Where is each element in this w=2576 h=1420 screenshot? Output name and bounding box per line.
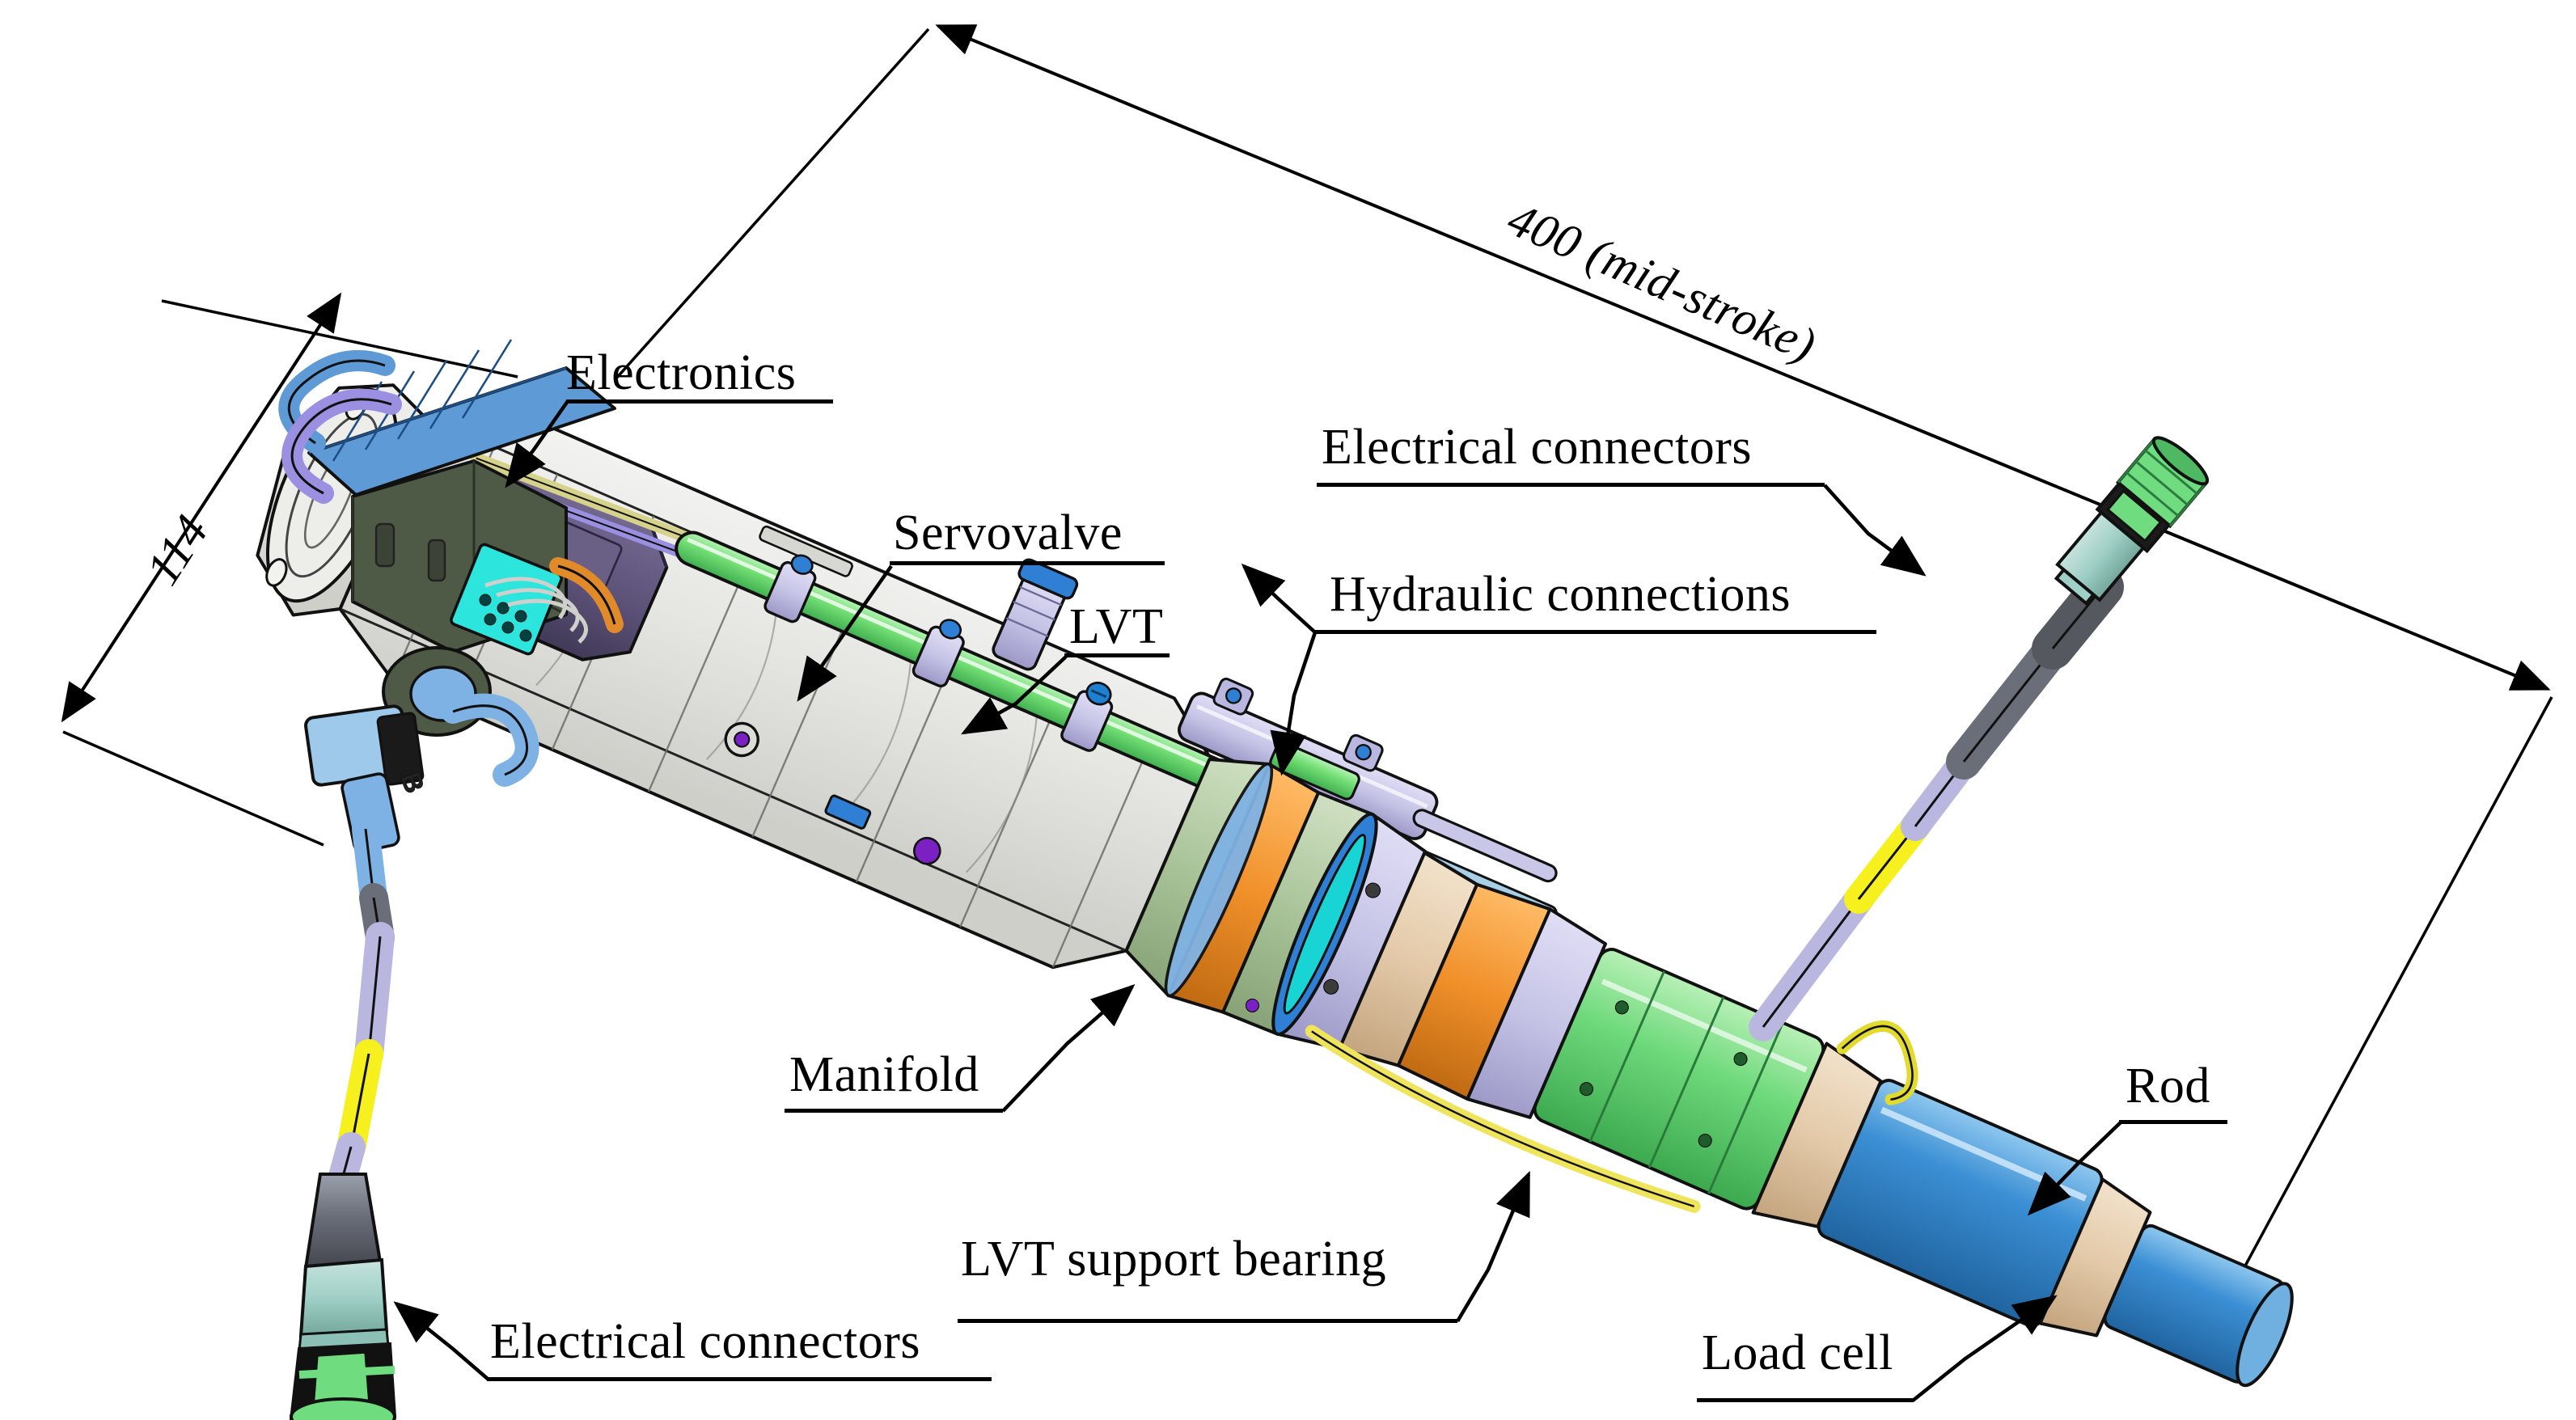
callout-leaders [393, 399, 2122, 1402]
callout-label-hydraulic-connections: Hydraulic connections [1330, 567, 1791, 622]
dim-height-extension-upper [161, 299, 518, 378]
callout-label-manifold: Manifold [789, 1047, 979, 1102]
callout-label-lvt: LVT [1069, 599, 1164, 654]
leader-electrical-top [1823, 484, 1927, 577]
callout-label-servovalve: Servovalve [893, 505, 1123, 560]
callout-underline-electronics [566, 399, 833, 404]
leader-electronics [505, 399, 569, 488]
dimension-frame [61, 24, 2553, 1291]
leader-hydraulic-b [1270, 632, 1318, 776]
lvt-clamp [912, 619, 965, 688]
dim-length-extension-left [613, 27, 930, 382]
leader-lvt-bearing [1456, 1170, 1531, 1323]
left-electrical-cable [328, 815, 395, 1191]
leader-hydraulic-a [1241, 563, 1317, 634]
lvt-clamp [1060, 681, 1114, 752]
leader-rod [2027, 1121, 2122, 1216]
callout-underline-servovalve [890, 561, 1165, 565]
electronics-connector-face [450, 543, 563, 656]
callout-label-electrical-connectors-top: Electrical connectors [1322, 420, 1753, 475]
leader-load-cell [1911, 1295, 2058, 1402]
dim-height-line [61, 292, 342, 723]
callout-underline-electrical-connectors-bottom [487, 1377, 992, 1381]
lvt-clamp [763, 554, 817, 623]
electronics-module: B [278, 339, 624, 853]
callout-label-electronics: Electronics [566, 345, 797, 400]
leader-servovalve [797, 564, 893, 702]
callout-underline-lvt [1064, 653, 1170, 657]
hydraulic-port [992, 558, 1079, 671]
right-electrical-connector [2054, 436, 2210, 606]
load-cell-train [1338, 851, 2294, 1388]
leader-electrical-bottom [393, 1301, 490, 1381]
lvt-support-bearing-stack [1124, 758, 1428, 1050]
dim-length-extension-right [2231, 696, 2553, 1291]
callout-label-rod: Rod [2126, 1059, 2210, 1114]
callout-underline-load-cell [1697, 1398, 1914, 1402]
callout-label-lvt-support-bearing: LVT support bearing [961, 1232, 1387, 1287]
callout-underline-manifold [785, 1109, 1003, 1113]
callout-label-electrical-connectors-bottom: Electrical connectors [490, 1314, 921, 1369]
leader-manifold [1001, 984, 1136, 1113]
left-electrical-connector [289, 1173, 397, 1420]
callout-label-load-cell: Load cell [1702, 1325, 1893, 1380]
callout-underline-lvt-support-bearing [958, 1319, 1457, 1323]
dim-length-line [935, 24, 2551, 691]
manifold-plate [824, 794, 872, 830]
callout-underline-hydraulic-connections [1315, 630, 1876, 634]
dim-height-extension-lower [62, 730, 324, 847]
right-electrical-cable [1749, 566, 2124, 1042]
callout-underline-electrical-connectors-top [1317, 483, 1825, 487]
callout-underline-rod [2119, 1120, 2227, 1124]
leader-lvt [961, 655, 1068, 735]
